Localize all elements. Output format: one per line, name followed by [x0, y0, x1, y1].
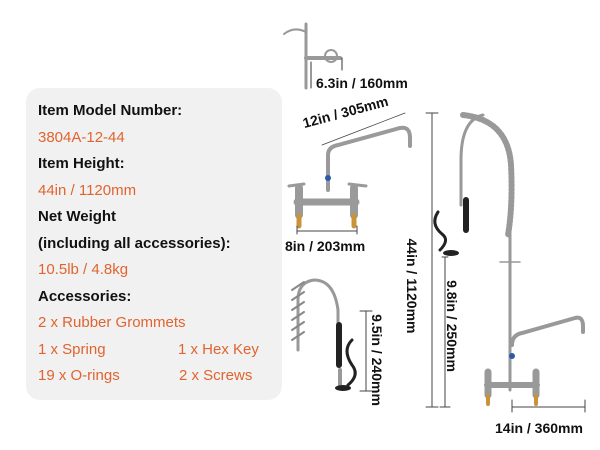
dim-hook-arm: 6.3in / 160mm [316, 75, 408, 91]
model-value: 3804A-12-44 [38, 129, 125, 146]
spec-panel [26, 88, 282, 400]
weight-label-detail: (including all accessories): [38, 235, 231, 252]
dim-total-height: 44in / 1120mm [404, 238, 420, 334]
weight-value: 10.5lb / 4.8kg [38, 261, 129, 278]
height-value: 44in / 1120mm [38, 182, 137, 199]
accessory-item: 19 x O-rings [38, 367, 120, 384]
accessory-item: 1 x Spring [38, 341, 106, 358]
sprayer-detail [291, 278, 373, 392]
hook-detail [283, 22, 343, 90]
dim-sprayer-to-base: 9.8in / 250mm [444, 280, 460, 372]
accessories-label: Accessories: [38, 288, 132, 305]
accessory-item: 1 x Hex Key [178, 341, 259, 358]
deck-faucet [287, 112, 412, 235]
model-label: Item Model Number: [38, 102, 183, 119]
accessory-item: 2 x Rubber Grommets [38, 314, 186, 331]
dim-base-width: 8in / 203mm [285, 238, 366, 254]
weight-label: Net Weight [38, 208, 117, 225]
pre-rinse-faucet [425, 112, 586, 413]
accessory-item: 2 x Screws [179, 367, 253, 384]
dim-sprayer-height: 9.5in / 240mm [369, 314, 385, 406]
dim-center-spread: 14in / 360mm [495, 420, 583, 436]
height-label: Item Height: [38, 155, 125, 172]
